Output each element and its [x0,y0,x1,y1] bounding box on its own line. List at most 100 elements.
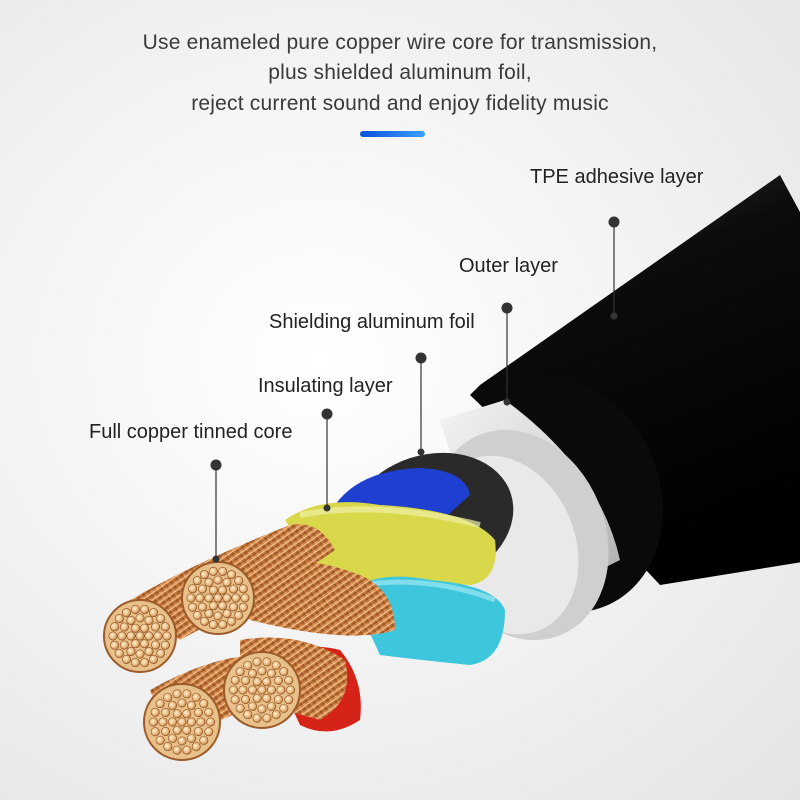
copper-strand [213,611,223,621]
copper-strand [168,701,178,711]
copper-strand [188,602,198,612]
label-full-copper-tinned-core: Full copper tinned core [89,421,293,443]
copper-strand [108,631,118,641]
copper-strand [231,593,241,603]
copper-strand [156,648,166,658]
copper-strand [240,593,250,603]
copper-strand [110,640,120,650]
copper-strand [222,577,232,587]
copper-strand [131,639,141,649]
copper-strand [248,701,258,711]
copper-strand [252,713,262,723]
copper-strand [193,707,203,717]
copper-strand [168,733,178,743]
copper-strand [271,710,281,720]
leader-shield [415,352,427,456]
copper-strand [151,640,161,650]
copper-strand [209,601,219,611]
copper-strand [163,742,173,752]
copper-strand [218,585,228,595]
copper-strand [149,717,159,727]
copper-strand [218,601,228,611]
copper-strand [140,639,150,649]
copper-strand [131,623,141,633]
copper-strand [218,620,228,630]
copper-strand [279,667,289,677]
copper-strand [208,566,218,576]
leader-core [210,459,222,563]
copper-strand [163,692,173,702]
copper-strand [241,694,251,704]
copper-strand [155,699,165,709]
copper-strand [243,660,253,670]
copper-strand [155,735,165,745]
copper-strand [234,576,244,586]
copper-strand [230,695,240,705]
headline-line-1: Use enameled pure copper wire core for t… [142,31,658,54]
copper-strand [151,622,161,632]
copper-strand [273,694,283,704]
copper-strand [144,631,154,641]
copper-strand [271,660,281,670]
copper-strand [192,576,202,586]
copper-strand [262,657,272,667]
copper-strand [114,648,124,658]
copper-strand [193,726,203,736]
copper-strand [284,675,294,685]
outer-layer-jacket [470,175,800,585]
copper-strand [119,640,129,650]
copper-strand [110,622,120,632]
copper-strand [191,692,201,702]
copper-strand [222,593,232,603]
copper-strand [218,566,228,576]
copper-strand [182,745,192,755]
copper-strand [213,575,223,585]
copper-strand [177,717,187,727]
copper-strand [114,614,124,624]
copper-strand [227,570,237,580]
copper-strand [200,616,210,626]
copper-strand [199,735,209,745]
copper-strand [140,658,150,668]
copper-strand [206,717,216,727]
copper-strand [279,703,289,713]
copper-strand [188,584,198,594]
copper-strand [122,608,132,618]
copper-strand [238,584,248,594]
copper-strand [285,685,295,695]
copper-strand [238,602,248,612]
leader-tpe [608,216,620,320]
copper-strand [204,577,214,587]
copper-strand [257,685,267,695]
copper-strand [266,669,276,679]
copper-strand [191,742,201,752]
copper-strand [144,647,154,657]
copper-strand [177,736,187,746]
copper-strand [172,725,182,735]
copper-strand [119,622,129,632]
copper-strand [204,727,214,737]
copper-strand [252,657,262,667]
copper-strand [262,693,272,703]
copper-strand [130,658,140,668]
copper-strand [168,717,178,727]
copper-strand [243,710,253,720]
copper-strand [262,677,272,687]
copper-strand [208,620,218,630]
label-insulating-layer: Insulating layer [258,375,393,397]
copper-strand [117,631,127,641]
copper-strand [135,649,145,659]
copper-strand [126,615,136,625]
copper-strand [197,602,207,612]
copper-strand [140,604,150,614]
copper-strand [195,593,205,603]
copper-strand [161,707,171,717]
copper-strand [149,654,159,664]
copper-strand [238,685,248,695]
copper-strand [229,602,239,612]
copper-strand [150,727,160,737]
label-tpe-adhesive-layer: TPE adhesive layer [530,166,704,188]
copper-strand [187,717,197,727]
